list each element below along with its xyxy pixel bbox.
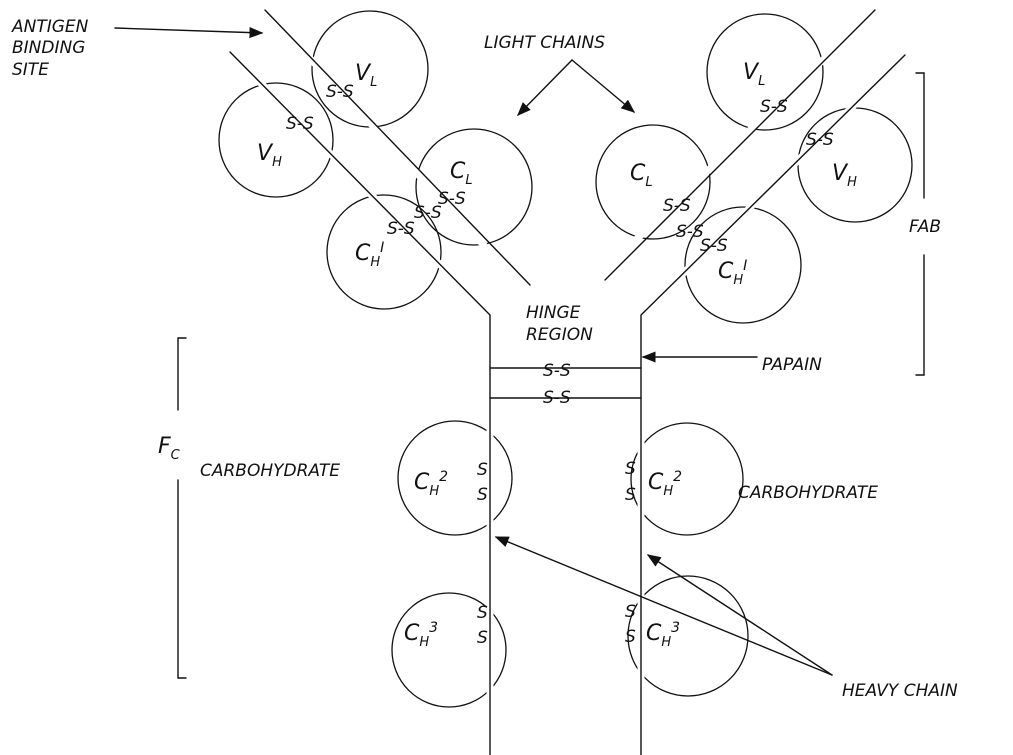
label-ch1-left: CHI	[355, 240, 384, 270]
label-ch3-right: CH3	[646, 620, 680, 650]
hinge-label: HINGE	[526, 303, 581, 323]
s-ch2-left-1: S	[477, 460, 488, 480]
domain-circles	[218, 10, 913, 708]
carbohydrate-label-right: CARBOHYDRATE	[738, 483, 878, 503]
right-light-chain	[604, 9, 876, 281]
fc-bracket-top	[177, 337, 187, 411]
antigen-label-line2: BINDING	[12, 38, 85, 58]
label-vl-right: VL	[743, 60, 765, 89]
antigen-label-line3: SITE	[12, 60, 49, 80]
ss-hinge-2: S-S	[543, 388, 571, 408]
s-ch3-left-1: S	[477, 603, 488, 623]
domain-labels: VL VH CL CHI VL VH CL CHI CH2 CH2 CH3 CH…	[257, 60, 857, 650]
label-ch2-left: CH2	[414, 469, 448, 499]
ss-ch1-left: S-S	[387, 219, 415, 239]
fc-bracket-bottom	[177, 479, 187, 679]
label-vh-right: VH	[832, 161, 857, 190]
fab-label: FAB	[909, 217, 941, 237]
label-ch2-right: CH2	[648, 469, 682, 499]
region-label: REGION	[526, 325, 593, 345]
domain-ch1-right	[684, 206, 802, 324]
ss-ch1-right: S-S	[700, 236, 728, 256]
domain-cl-left	[415, 128, 533, 246]
s-ch3-left-2: S	[477, 628, 488, 648]
label-cl-left: CL	[450, 159, 473, 188]
arrows	[114, 26, 833, 676]
left-light-chain	[264, 9, 531, 286]
domain-vl-right	[706, 13, 824, 131]
heavy-chain-label: HEAVY CHAIN	[842, 681, 958, 701]
domain-ch3-right	[627, 575, 749, 697]
carbohydrate-label-left: CARBOHYDRATE	[200, 461, 340, 481]
ss-vh-right: S-S	[806, 130, 834, 150]
antigen-label-line1: ANTIGEN	[11, 17, 89, 37]
left-heavy-chain	[229, 51, 491, 755]
fc-label: FC	[158, 434, 181, 463]
label-ch3-left: CH3	[404, 620, 438, 650]
s-ch3-right-2: S	[625, 627, 636, 647]
s-ch2-right-1: S	[625, 459, 636, 479]
light-chains-arrow-right	[571, 59, 636, 113]
chain-lines	[226, 6, 909, 755]
heavy-chain-arrow-left	[494, 536, 833, 676]
light-chains-label: LIGHT CHAINS	[484, 33, 605, 53]
ss-mid-right: S-S	[676, 222, 704, 242]
ss-mid-left: S-S	[414, 203, 442, 223]
papain-label: PAPAIN	[762, 355, 822, 375]
disulfide-labels: S-S S-S S-S S-S S-S S-S S-S S-S S-S S-S …	[286, 82, 834, 648]
domain-vh-right	[797, 107, 913, 223]
ss-cl-left: S-S	[438, 189, 466, 209]
brackets	[177, 72, 925, 679]
label-vh-left: VH	[257, 141, 282, 170]
domain-ch2-left	[397, 420, 513, 536]
label-vl-left: VL	[355, 61, 377, 90]
ss-hinge-1: S-S	[543, 361, 571, 381]
s-ch3-right-1: S	[625, 602, 636, 622]
label-cl-right: CL	[630, 161, 653, 190]
right-heavy-chain	[640, 54, 906, 755]
domain-vh-left	[218, 82, 334, 198]
fab-bracket-bottom	[915, 254, 925, 376]
label-ch1-right: CHI	[718, 258, 747, 288]
domain-ch1-left	[326, 194, 442, 310]
s-ch2-left-2: S	[477, 485, 488, 505]
ss-cl-right: S-S	[663, 196, 691, 216]
ss-vh-left: S-S	[286, 114, 314, 134]
annotation-labels: ANTIGEN BINDING SITE LIGHT CHAINS HINGE …	[11, 17, 958, 701]
antigen-arrow	[114, 26, 264, 39]
domain-ch3-left	[391, 592, 507, 708]
light-chains-arrow-left	[517, 59, 573, 116]
ss-vl-right: S-S	[760, 97, 788, 117]
s-ch2-right-2: S	[625, 485, 636, 505]
fab-bracket-top	[915, 72, 925, 199]
domain-cl-right	[595, 124, 711, 240]
ss-vl-left: S-S	[326, 82, 354, 102]
domain-ch2-right	[630, 422, 744, 536]
heavy-chain-arrow-right	[646, 554, 833, 676]
